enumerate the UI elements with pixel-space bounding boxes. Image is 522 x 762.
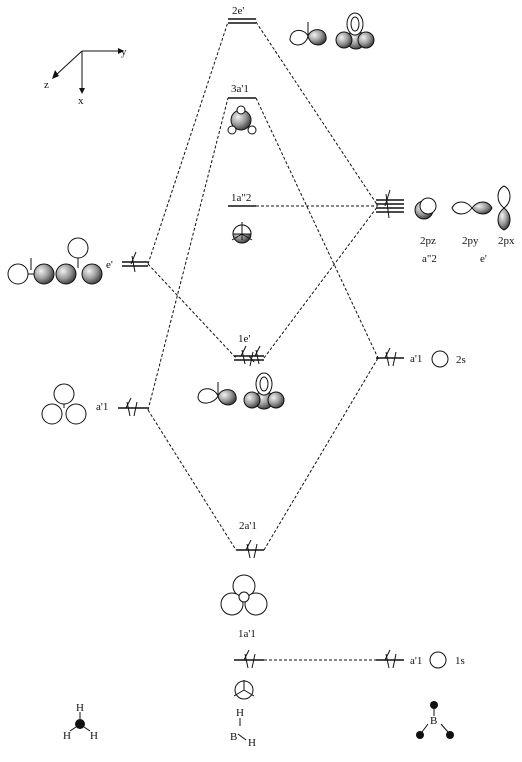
p-label-y: 2py (462, 235, 479, 247)
orbital-2a1-icon (220, 574, 268, 616)
level-2e: 2e' (228, 5, 256, 24)
right-level-2s: a'1 2s (376, 347, 466, 368)
left-e-label: e' (106, 259, 113, 271)
orbital-1a2-icon (231, 222, 253, 244)
right-2s-sym: a'1 (410, 353, 422, 365)
bh3-sketch: H B H (230, 707, 256, 749)
axis-y-label: y (121, 46, 127, 58)
right-level-1s: a'1 1s (376, 649, 465, 669)
h3-atom-top: H (76, 702, 84, 714)
level-2a1-label: 2a'1 (239, 520, 257, 532)
p-label-x: 2px (498, 235, 515, 247)
axes-glyph: y z x (44, 46, 127, 107)
orbital-1e-icons (197, 372, 285, 410)
level-2e-label: 2e' (232, 5, 244, 17)
right-1s-sym: a'1 (410, 655, 422, 667)
px-orbital-icon (497, 185, 511, 209)
left-a1-icon (41, 383, 87, 425)
right-level-2p (376, 189, 404, 219)
h3-atom-left: H (63, 730, 71, 742)
h3-atom-right: H (90, 730, 98, 742)
1s-orbital-icon (429, 651, 447, 669)
b-left-dot (416, 731, 424, 739)
level-1a2: 1a"2 (228, 192, 256, 207)
b-top-dot (430, 701, 438, 709)
level-3a1: 3a'1 (228, 83, 256, 99)
p-label-z: 2pz (420, 235, 436, 247)
right-2s-orb: 2s (456, 354, 466, 366)
left-e-icons (7, 237, 103, 285)
level-1a2-label: 1a"2 (231, 192, 251, 204)
level-1a1: 1a'1 (234, 628, 264, 669)
b-right-dot (446, 731, 454, 739)
left-a1-label: a'1 (96, 401, 108, 413)
p-orbitals: 2pz 2py 2px a"2 e' (414, 185, 515, 265)
left-level-e: e' (106, 251, 148, 273)
level-3a1-label: 3a'1 (231, 83, 249, 95)
right-1s-orb: 1s (455, 655, 465, 667)
h3-fragment-sketch: H H H (63, 702, 98, 742)
bh3-atom-b: B (230, 731, 237, 743)
axis-z-label: z (44, 79, 49, 91)
level-1e-label: 1e' (238, 333, 250, 345)
bh3-atom-right: H (248, 737, 256, 749)
level-2a1: 2a'1 (236, 520, 264, 559)
bh3-atom-top: H (236, 707, 244, 719)
2s-orbital-icon (431, 350, 449, 368)
level-1a1-label: 1a'1 (238, 628, 256, 640)
sym-e-label: e' (480, 253, 487, 265)
orbital-2e-icons (289, 12, 375, 50)
b-atom-sketch: B (416, 701, 454, 739)
py-orbital-icon (451, 201, 473, 215)
left-level-a1: a'1 (96, 397, 148, 417)
orbital-1a1-icon (233, 680, 255, 700)
orbital-3a1-icon (227, 105, 257, 135)
b-atom-label: B (430, 715, 437, 727)
level-1e: 1e' (234, 333, 264, 367)
sym-a2-label: a"2 (422, 253, 437, 265)
axis-x-label: x (78, 95, 84, 107)
correlation-lines (147, 21, 379, 661)
